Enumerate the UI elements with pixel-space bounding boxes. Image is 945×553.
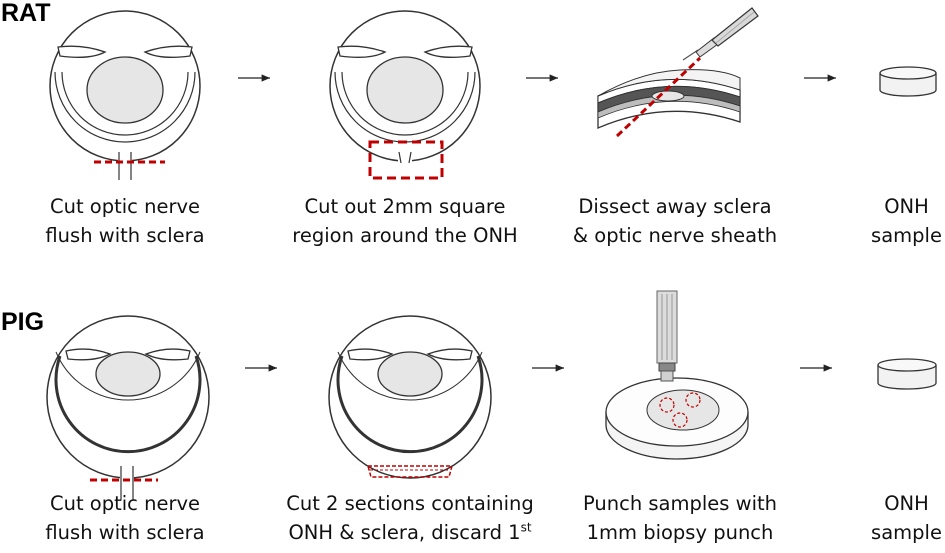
- rat-onh-sample-icon: [879, 66, 937, 97]
- section-cut-region: [367, 465, 453, 478]
- rat-eye-2-illustration: [329, 10, 481, 180]
- rat-step-3-caption: Dissect away sclera& optic nerve sheath: [572, 195, 778, 248]
- row-label-rat: RAT: [1, 0, 51, 27]
- biopsy-punch-icon: [656, 290, 678, 382]
- row-label-pig: PIG: [1, 308, 45, 336]
- square-cut-region: [368, 140, 444, 180]
- rat-dissection-illustration: [597, 7, 759, 138]
- rat-eye-1-illustration: [49, 10, 201, 180]
- pig-eye-2-illustration: [328, 315, 492, 479]
- pig-biopsy-punch-illustration: [605, 290, 749, 460]
- scalpel-icon: [682, 7, 759, 61]
- pig-eye-1-illustration: [46, 315, 210, 500]
- pig-onh-sample-icon: [877, 358, 937, 390]
